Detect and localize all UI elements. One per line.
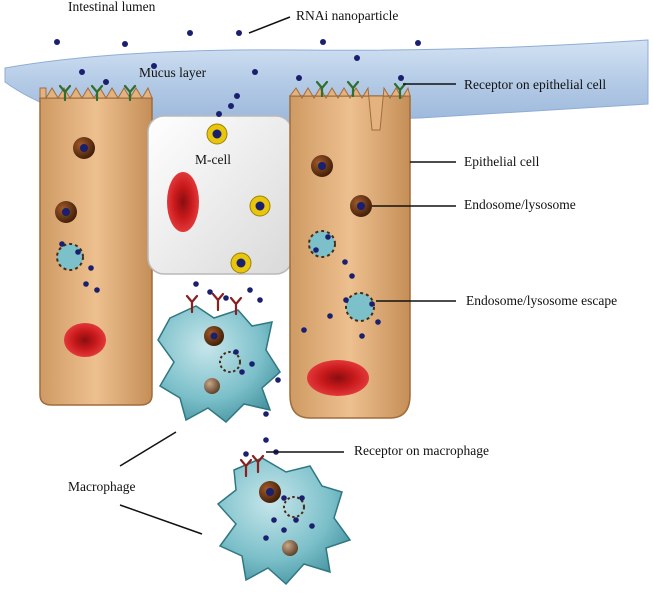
leader-lines [119, 16, 456, 535]
label-intestinal-lumen: Intestinal lumen [68, 0, 156, 14]
label-macrophage: Macrophage [68, 479, 136, 494]
receptor-epithelial-group [58, 80, 407, 102]
m-cell-transcytosis-particles [206, 123, 271, 274]
red-blood-cell [167, 172, 199, 232]
red-blood-cell [307, 360, 369, 396]
epithelial-cell-left [39, 86, 153, 406]
label-epithelial-cell: Epithelial cell [464, 154, 540, 169]
rnai-nanoparticle-group [54, 30, 421, 541]
label-endosome-lysosome: Endosome/lysosome [464, 197, 576, 212]
label-m-cell: M-cell [195, 152, 231, 167]
label-mucus-layer: Mucus layer [139, 65, 207, 80]
label-endosome-escape: Endosome/lysosome escape [466, 293, 618, 308]
receptor-macrophage-group [185, 292, 265, 478]
macrophage-nucleus [282, 540, 298, 556]
macrophage-lower [216, 457, 352, 586]
label-rnai-nanoparticle: RNAi nanoparticle [296, 8, 399, 23]
macrophage-nucleus [204, 378, 220, 394]
red-blood-cell [64, 323, 106, 357]
label-receptor-macrophage: Receptor on macrophage [354, 443, 489, 458]
nanoparticle-in-endosome-group [62, 144, 365, 496]
macrophage-upper [157, 305, 281, 423]
label-receptor-epithelial: Receptor on epithelial cell [464, 77, 607, 92]
